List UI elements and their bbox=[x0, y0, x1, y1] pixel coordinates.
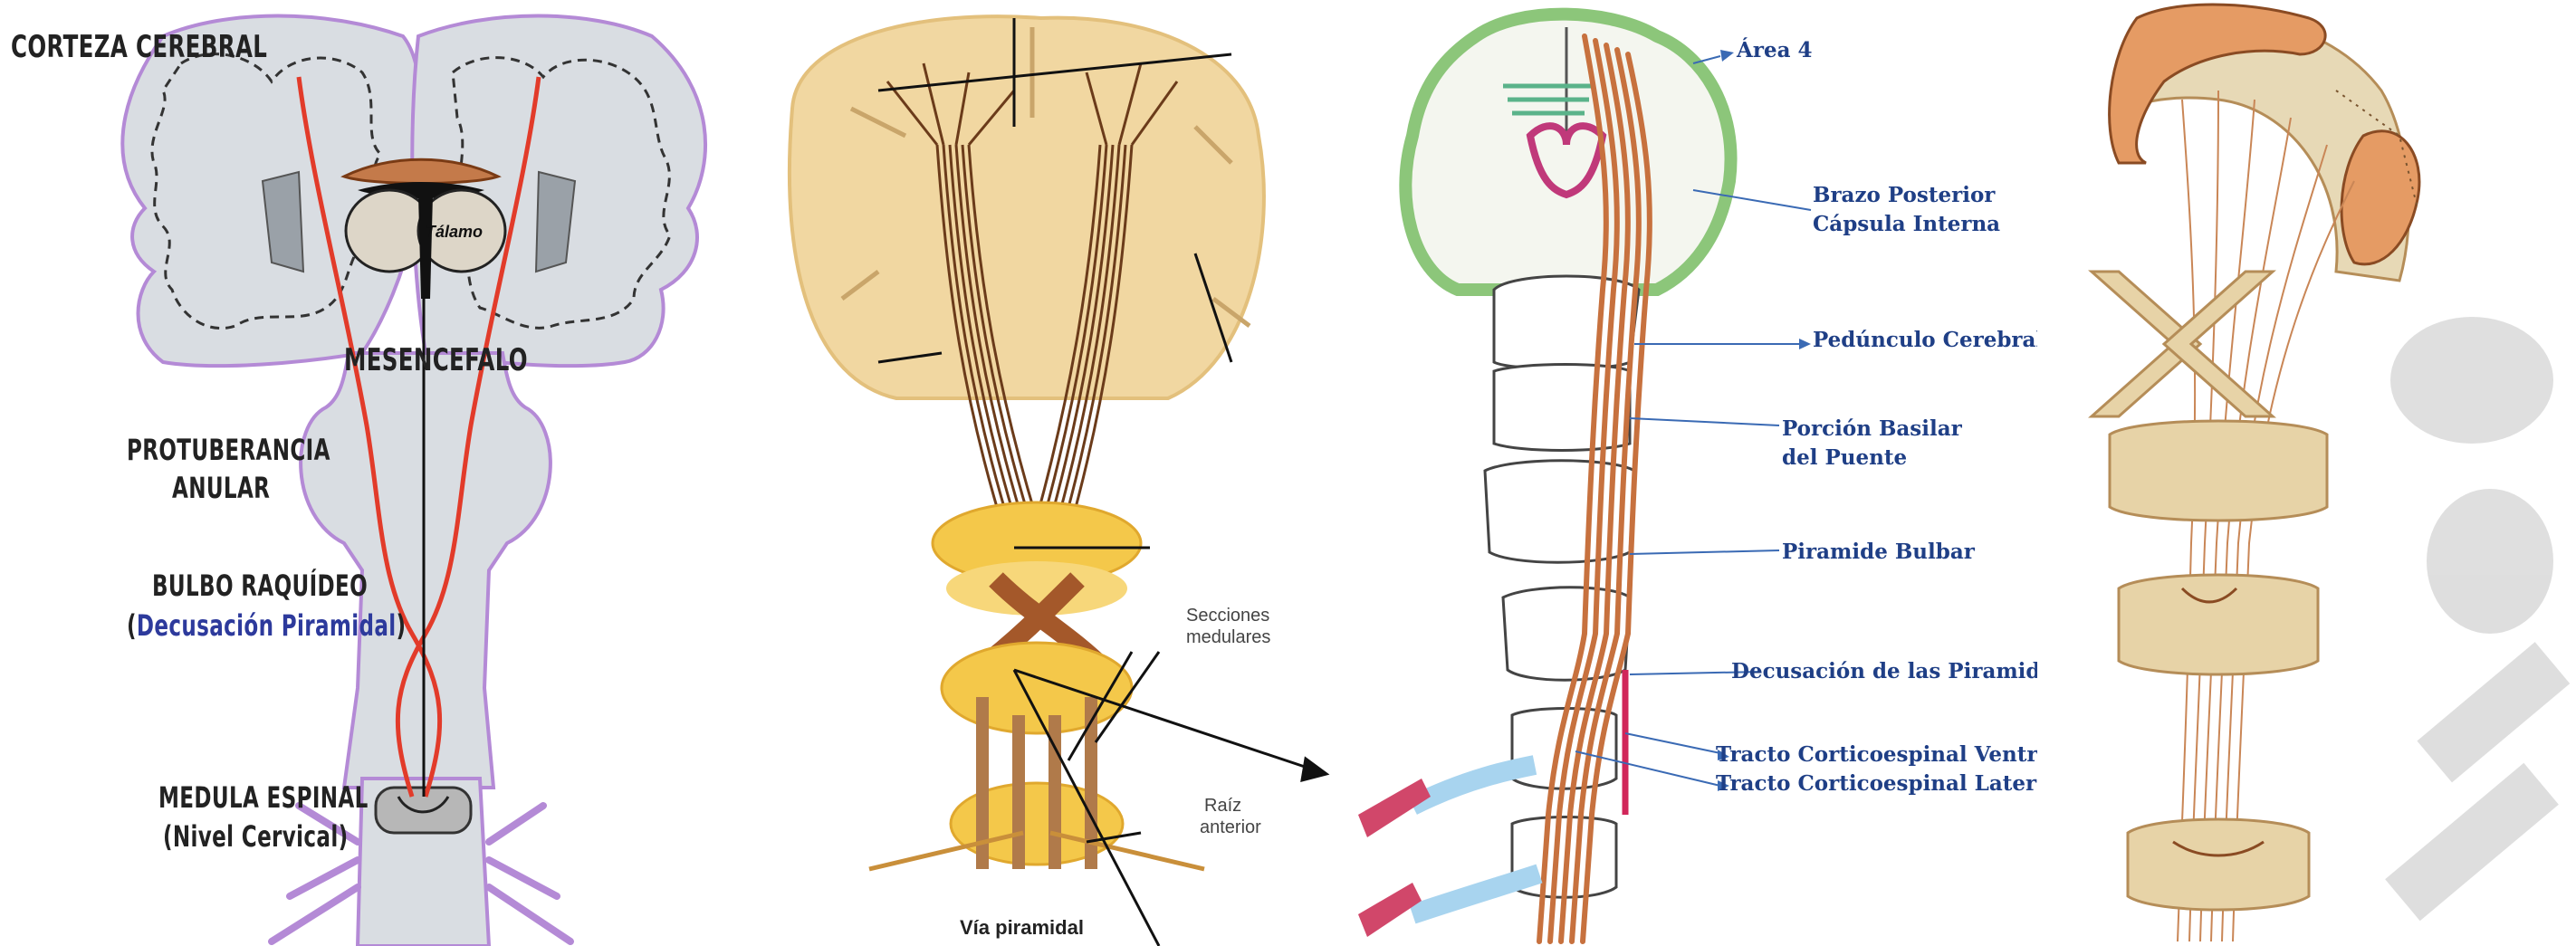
label-corteza-cerebral: CORTEZA CEREBRAL bbox=[11, 29, 267, 65]
spinal-section-upper bbox=[942, 643, 1132, 733]
label-medula-espinal: MEDULA ESPINAL bbox=[158, 780, 369, 815]
blue-root-lower bbox=[1412, 874, 1539, 914]
panel-via-piramidal: Secciones medulares Raíz anterior Vía pi… bbox=[742, 0, 1358, 946]
label-decusacion-piramides: Decusación de las Piramides bbox=[1731, 657, 2037, 686]
label-del-puente: del Puente bbox=[1782, 444, 1907, 473]
label-piramide-bulbar: Piramide Bulbar bbox=[1782, 538, 1975, 567]
label-tracto-ventral: Tracto Corticoespinal Ventral bbox=[1716, 741, 2037, 769]
blue-root-upper bbox=[1412, 765, 1535, 806]
label-protuberancia: PROTUBERANCIA bbox=[127, 433, 330, 467]
label-bulbo-raquideo: BULBO RAQUÍDEO bbox=[152, 569, 368, 603]
cord-sections bbox=[2110, 421, 2327, 910]
decusacion-text: Decusación Piramidal bbox=[137, 608, 397, 643]
label-capsula-interna: Cápsula Interna bbox=[1813, 210, 2000, 239]
corticospinal-drawing bbox=[1358, 0, 2037, 946]
midbrain-right bbox=[2164, 272, 2273, 416]
label-nivel-cervical: (Nivel Cervical) bbox=[163, 819, 348, 854]
label-anterior: anterior bbox=[1200, 817, 1261, 838]
label-porcion-basilar: Porción Basilar bbox=[1782, 415, 1962, 444]
watermark bbox=[2385, 317, 2570, 921]
label-raiz: Raíz bbox=[1204, 795, 1241, 817]
label-medulares: medulares bbox=[1186, 626, 1270, 648]
label-decusacion-piramidal: (Decusación Piramidal) bbox=[127, 608, 406, 643]
label-secciones: Secciones bbox=[1186, 605, 1269, 626]
label-mesencefalo: MESENCEFALO bbox=[344, 342, 528, 378]
brain-coronal bbox=[1405, 14, 1730, 290]
label-pedunculo-cerebral: Pedúnculo Cerebral bbox=[1813, 326, 2037, 355]
label-anular: ANULAR bbox=[172, 471, 270, 505]
panel-homunculus-tract bbox=[2037, 0, 2576, 946]
cortex-block bbox=[790, 16, 1264, 398]
via-piramidal-drawing bbox=[742, 0, 1358, 946]
schematic-drawing bbox=[0, 0, 742, 946]
label-tracto-lateral: Tracto Corticoespinal Lateral bbox=[1716, 769, 2037, 798]
panel-corticospinal-tract: Área 4 Brazo Posterior Cápsula Interna P… bbox=[1358, 0, 2037, 946]
label-brazo-posterior: Brazo Posterior bbox=[1813, 181, 1995, 210]
panel-schematic-brainstem: CORTEZA CEREBRAL Tálamo MESENCEFALO PROT… bbox=[0, 0, 742, 946]
homunculus-figure bbox=[2110, 5, 2419, 264]
label-talamo: Tálamo bbox=[426, 223, 483, 242]
label-via-piramidal: Vía piramidal bbox=[960, 916, 1084, 940]
paren-close: ) bbox=[397, 608, 407, 643]
homunculus-drawing bbox=[2037, 0, 2576, 946]
label-area-4: Área 4 bbox=[1737, 36, 1813, 65]
paren-open: ( bbox=[127, 608, 137, 643]
